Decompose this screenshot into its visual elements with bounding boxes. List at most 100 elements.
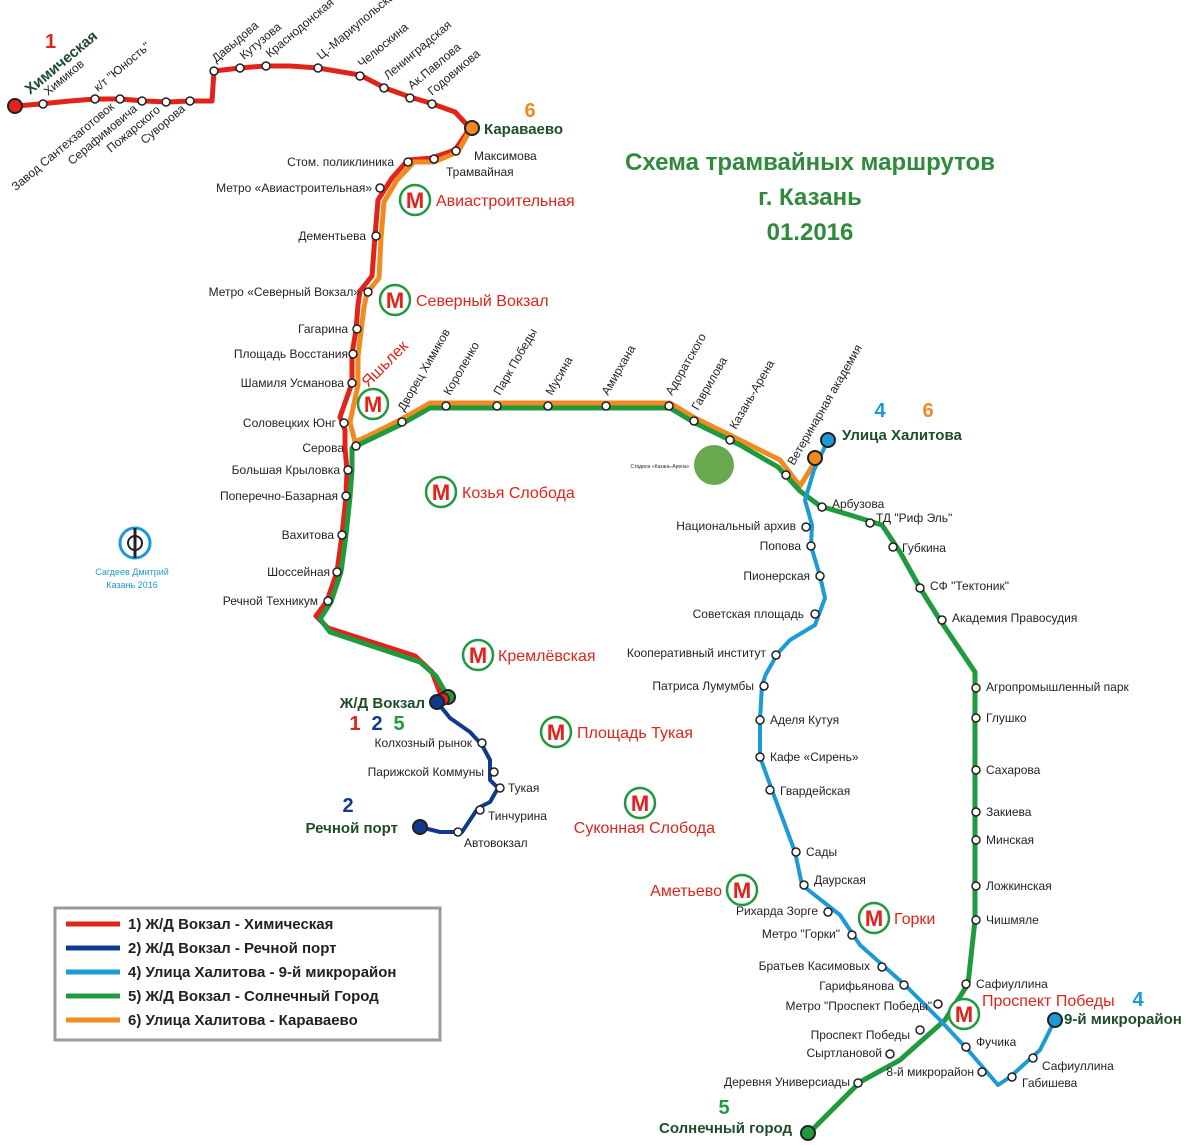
stop-label: Парижской Коммуны (368, 765, 484, 779)
stop-dot (971, 881, 981, 891)
stop-serova[interactable]: Серова (302, 441, 361, 455)
stop-tramvaynaya[interactable]: Трамвайная (429, 154, 514, 179)
stop-vakhitova[interactable]: Вахитова (282, 528, 347, 542)
stop-d-universiady[interactable]: Деревня Универсиады (724, 1075, 863, 1089)
stop-park-pobedy[interactable]: Парк Победы (490, 326, 540, 411)
terminal-name: Речной порт (306, 820, 398, 837)
stop-zorge[interactable]: Рихарда Зорге (736, 904, 833, 918)
credit-line-1: Сагдеев Дмитрий (95, 567, 169, 577)
stop-kasimovykh[interactable]: Братьев Касимовых (759, 959, 887, 973)
terminal-solnechny[interactable]: 5 Солнечный город (659, 1097, 816, 1141)
stop-rechnoy-tekh[interactable]: Речной Техникум (223, 594, 333, 608)
terminal-micro9[interactable]: 4 9-й микрорайон (1047, 989, 1182, 1028)
stop-akad-prav[interactable]: Академия Правосудия (937, 611, 1077, 625)
stop-sakharova[interactable]: Сахарова (971, 763, 1041, 777)
stop-koop-inst[interactable]: Кооперативный институт (627, 646, 781, 660)
stop-td-rif[interactable]: ТД "Риф Эль" (865, 511, 952, 528)
stop-agroprom[interactable]: Агропромышленный парк (971, 680, 1130, 694)
stop-tukaya[interactable]: Тукая (495, 781, 539, 795)
stop-amirkhana[interactable]: Амирхана (598, 342, 638, 411)
stop-mikro8[interactable]: 8-й микрорайон (886, 1065, 987, 1079)
terminal-khalitova[interactable]: 4 6 Улица Халитова (807, 400, 962, 466)
stop-gubkina[interactable]: Губкина (888, 541, 946, 555)
stop-dot (429, 154, 439, 164)
stop-solovetskikh[interactable]: Соловецких Юнг (243, 416, 349, 430)
stop-poperechno[interactable]: Поперечно-Базарная (220, 489, 351, 503)
terminal-route-number-a: 1 (349, 713, 360, 735)
stop-avtovokzal[interactable]: Автовокзал (453, 827, 528, 850)
stop-lozhinskaya[interactable]: Ложкинская (971, 879, 1052, 893)
stop-kafe-siren[interactable]: Кафе «Сирень» (755, 750, 859, 764)
stop-daurskaya[interactable]: Даурская (799, 873, 866, 890)
stop-gavrilova[interactable]: Гаврилова (688, 354, 730, 426)
stop-zakieva[interactable]: Закиева (971, 805, 1032, 819)
stop-gabisheva[interactable]: Габишева (1007, 1072, 1078, 1090)
stop-fuchika[interactable]: Фучика (961, 1035, 1017, 1052)
stop-minskaya[interactable]: Минская (971, 833, 1034, 847)
stop-safiullina2[interactable]: Сафиуллина (1028, 1053, 1114, 1073)
stop-dot (397, 417, 407, 427)
stop-tinchurina[interactable]: Тинчурина (475, 805, 547, 823)
stop-label: ТД "Риф Эль" (876, 511, 952, 525)
stop-sady[interactable]: Сады (791, 845, 837, 859)
stop-kolkhozny[interactable]: Колхозный рынок (375, 736, 487, 750)
stop-syrtlanovoy[interactable]: Сыртлановой (806, 1046, 895, 1060)
terminal-route-number: 6 (524, 100, 535, 122)
stop-arbuzova[interactable]: Арбузова (817, 497, 885, 512)
stop-garifyanova[interactable]: Гарифьянова (819, 979, 909, 993)
stop-pr-pobedy[interactable]: Проспект Победы (811, 1025, 925, 1042)
stop-shamilya[interactable]: Шамиля Усманова (241, 376, 357, 390)
stop-safiullina1[interactable]: Сафиуллина (961, 977, 1048, 991)
stop-label: Амирхана (598, 342, 638, 397)
title-line-2: г. Казань (758, 184, 862, 211)
terminal-vokzal[interactable]: Ж/Д Вокзал 1 2 5 (339, 689, 456, 735)
terminal-karavaevo[interactable]: 6 Караваево (464, 100, 563, 138)
stop-m-sev-vokzal[interactable]: Метро «Северный Вокзал» (209, 285, 373, 299)
terminal-port[interactable]: 2 Речной порт (306, 795, 428, 837)
stop-m-pr-pobedy[interactable]: Метро "Проспект Победы" (785, 999, 943, 1013)
stop-pionerskaya[interactable]: Пионерская (743, 569, 825, 583)
stop-m-gorki[interactable]: Метро "Горки" (762, 927, 857, 941)
stop-dementeva[interactable]: Дементьева (298, 229, 381, 243)
stop-korolenko[interactable]: Короленко (440, 339, 482, 411)
stop-gagarina[interactable]: Гагарина (298, 322, 362, 336)
stop-parizhskoy[interactable]: Парижской Коммуны (368, 765, 499, 779)
stop-dot (888, 542, 898, 552)
stop-shosseynaya[interactable]: Шоссейная (267, 565, 342, 579)
stop-vet-akad[interactable]: Ветеринарная академия (781, 342, 865, 480)
stop-yunost[interactable]: к/т "Юность" (90, 39, 153, 104)
terminal-route-number: 1 (45, 31, 56, 53)
stop-pl-vosstaniya[interactable]: Площадь Восстания (234, 347, 358, 361)
stop-chishmyale[interactable]: Чишмяле (971, 913, 1039, 927)
stop-dot (817, 502, 827, 512)
stop-popova[interactable]: Попова (760, 539, 816, 553)
stop-adelya[interactable]: Аделя Кутуя (755, 713, 839, 727)
stop-glushko[interactable]: Глушко (971, 711, 1027, 725)
stop-nats-arkhiv[interactable]: Национальный архив (676, 519, 811, 533)
stop-lumumby[interactable]: Патриса Лумумбы (652, 679, 769, 693)
stop-dot (971, 915, 981, 925)
stop-b-krylovka[interactable]: Большая Крыловка (232, 463, 353, 477)
stop-dot (343, 465, 353, 475)
stop-m-aviastr[interactable]: Метро «Авиастроительная» (216, 181, 385, 195)
stop-dot (261, 61, 271, 71)
stop-kazan-arena[interactable]: Казань-Арена (725, 357, 777, 445)
stop-stom[interactable]: Стом. поликлиника (287, 155, 413, 169)
stop-sf-tektonik[interactable]: СФ "Тектоник" (915, 579, 1009, 593)
stop-maksimova[interactable]: Максимова (451, 146, 537, 163)
stop-label: Площадь Восстания (234, 347, 348, 361)
stop-gvardeyskaya[interactable]: Гвардейская (765, 784, 850, 798)
stop-sov-ploshchad[interactable]: Советская площадь (693, 607, 820, 621)
